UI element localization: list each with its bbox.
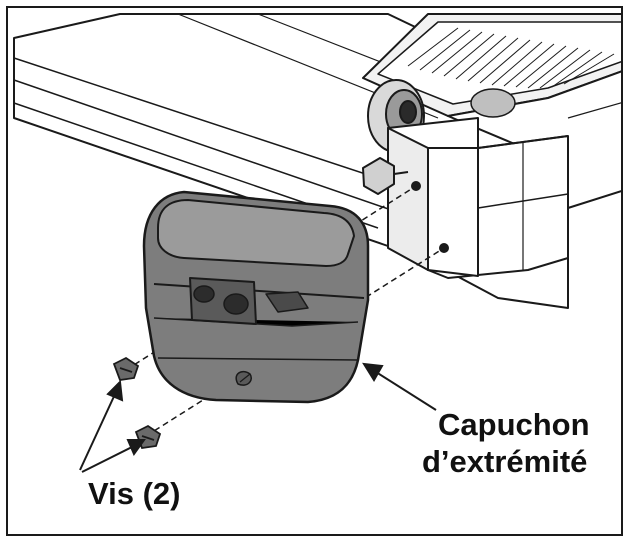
diagram-frame: Capuchon d’extrémité Vis (2) xyxy=(6,6,623,536)
end-cap-label-line2: d’extrémité xyxy=(422,444,588,479)
arrow-icon xyxy=(362,362,437,411)
hex-bolt-head xyxy=(362,157,395,195)
end-cap-label-line1: Capuchon xyxy=(438,407,590,442)
screws-label: Vis (2) xyxy=(88,476,181,511)
treadmill-end-cap-illustration xyxy=(13,13,621,473)
arrow-icon xyxy=(81,439,146,473)
end-cap xyxy=(142,190,370,404)
screw-icon xyxy=(112,356,140,381)
end-bracket xyxy=(362,117,569,279)
arrow-icon xyxy=(79,379,124,471)
